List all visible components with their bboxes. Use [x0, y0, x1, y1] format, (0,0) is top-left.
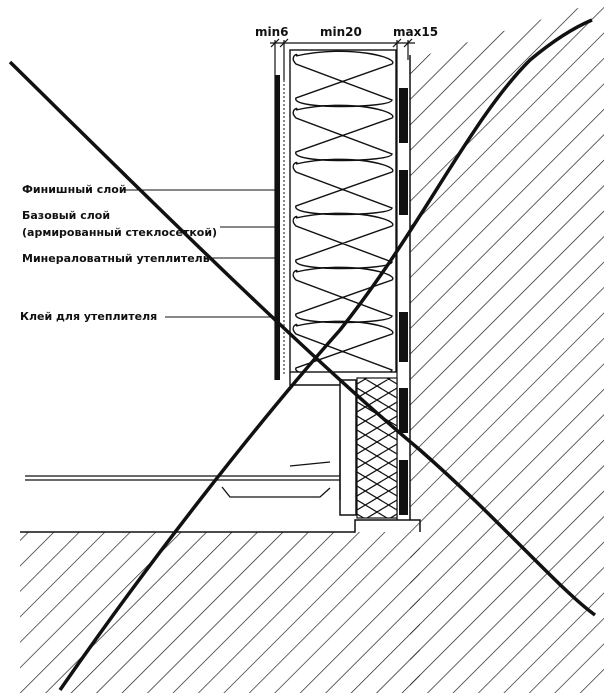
dimension-max15: max15	[393, 25, 438, 39]
cross-out-line-1	[8, 60, 597, 617]
lower-insulation	[356, 377, 398, 519]
insulation-crosshatch	[357, 378, 397, 518]
label-base-layer-note: (армированный стеклосеткой)	[22, 226, 217, 239]
adhesive-blocks	[399, 88, 408, 515]
mineral-wool-insulation	[289, 49, 397, 386]
leader-lines	[125, 189, 275, 318]
wall-hatch	[20, 0, 604, 693]
dimension-min20: min20	[320, 25, 362, 39]
insulation-loops	[292, 50, 394, 372]
finish-layer	[275, 75, 280, 380]
starter-profile	[25, 440, 341, 500]
dimension-min6: min6	[255, 25, 289, 39]
label-mineral-wool: Минераловатный утеплитель	[22, 252, 210, 265]
cross-out-line-2	[58, 18, 593, 691]
label-adhesive: Клей для утеплителя	[20, 310, 157, 323]
label-base-layer: Базовый слой	[22, 209, 110, 222]
label-finish-layer: Финишный слой	[22, 183, 127, 196]
